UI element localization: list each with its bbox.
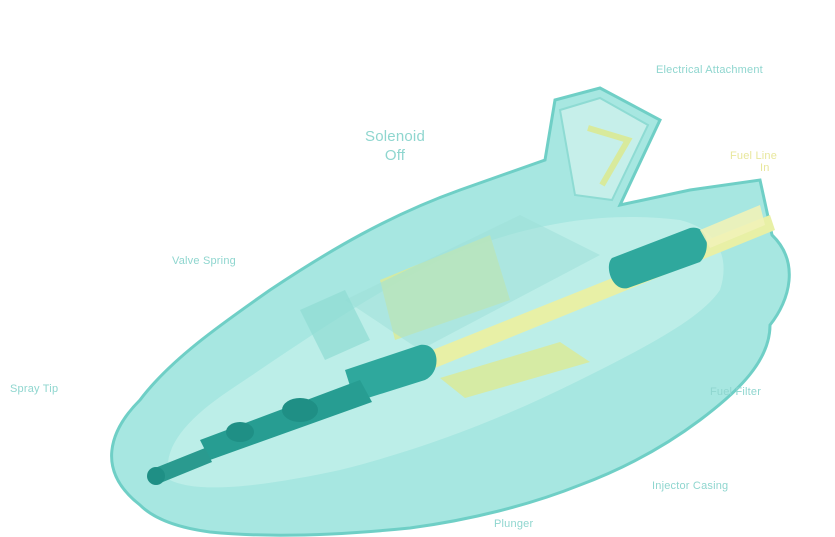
label-fuel-line-in-line1: Fuel Line (730, 150, 777, 162)
needle-segment-2 (226, 422, 254, 442)
label-plunger: Plunger (494, 518, 533, 530)
label-injector-casing: Injector Casing (652, 480, 728, 492)
label-solenoid: Solenoid Off (350, 127, 440, 165)
label-valve-spring: Valve Spring (172, 255, 236, 267)
label-spray-tip: Spray Tip (10, 383, 58, 395)
label-fuel-line-in: Fuel Line In (730, 150, 777, 174)
spray-tip-nozzle (147, 467, 165, 485)
label-electrical-attachment: Electrical Attachment (656, 64, 763, 76)
label-solenoid-line1: Solenoid (350, 127, 440, 146)
label-fuel-line-in-line2: In (730, 162, 777, 174)
needle-segment-1 (282, 398, 318, 422)
label-solenoid-line2: Off (350, 146, 440, 165)
label-fuel-filter: Fuel Filter (710, 386, 761, 398)
